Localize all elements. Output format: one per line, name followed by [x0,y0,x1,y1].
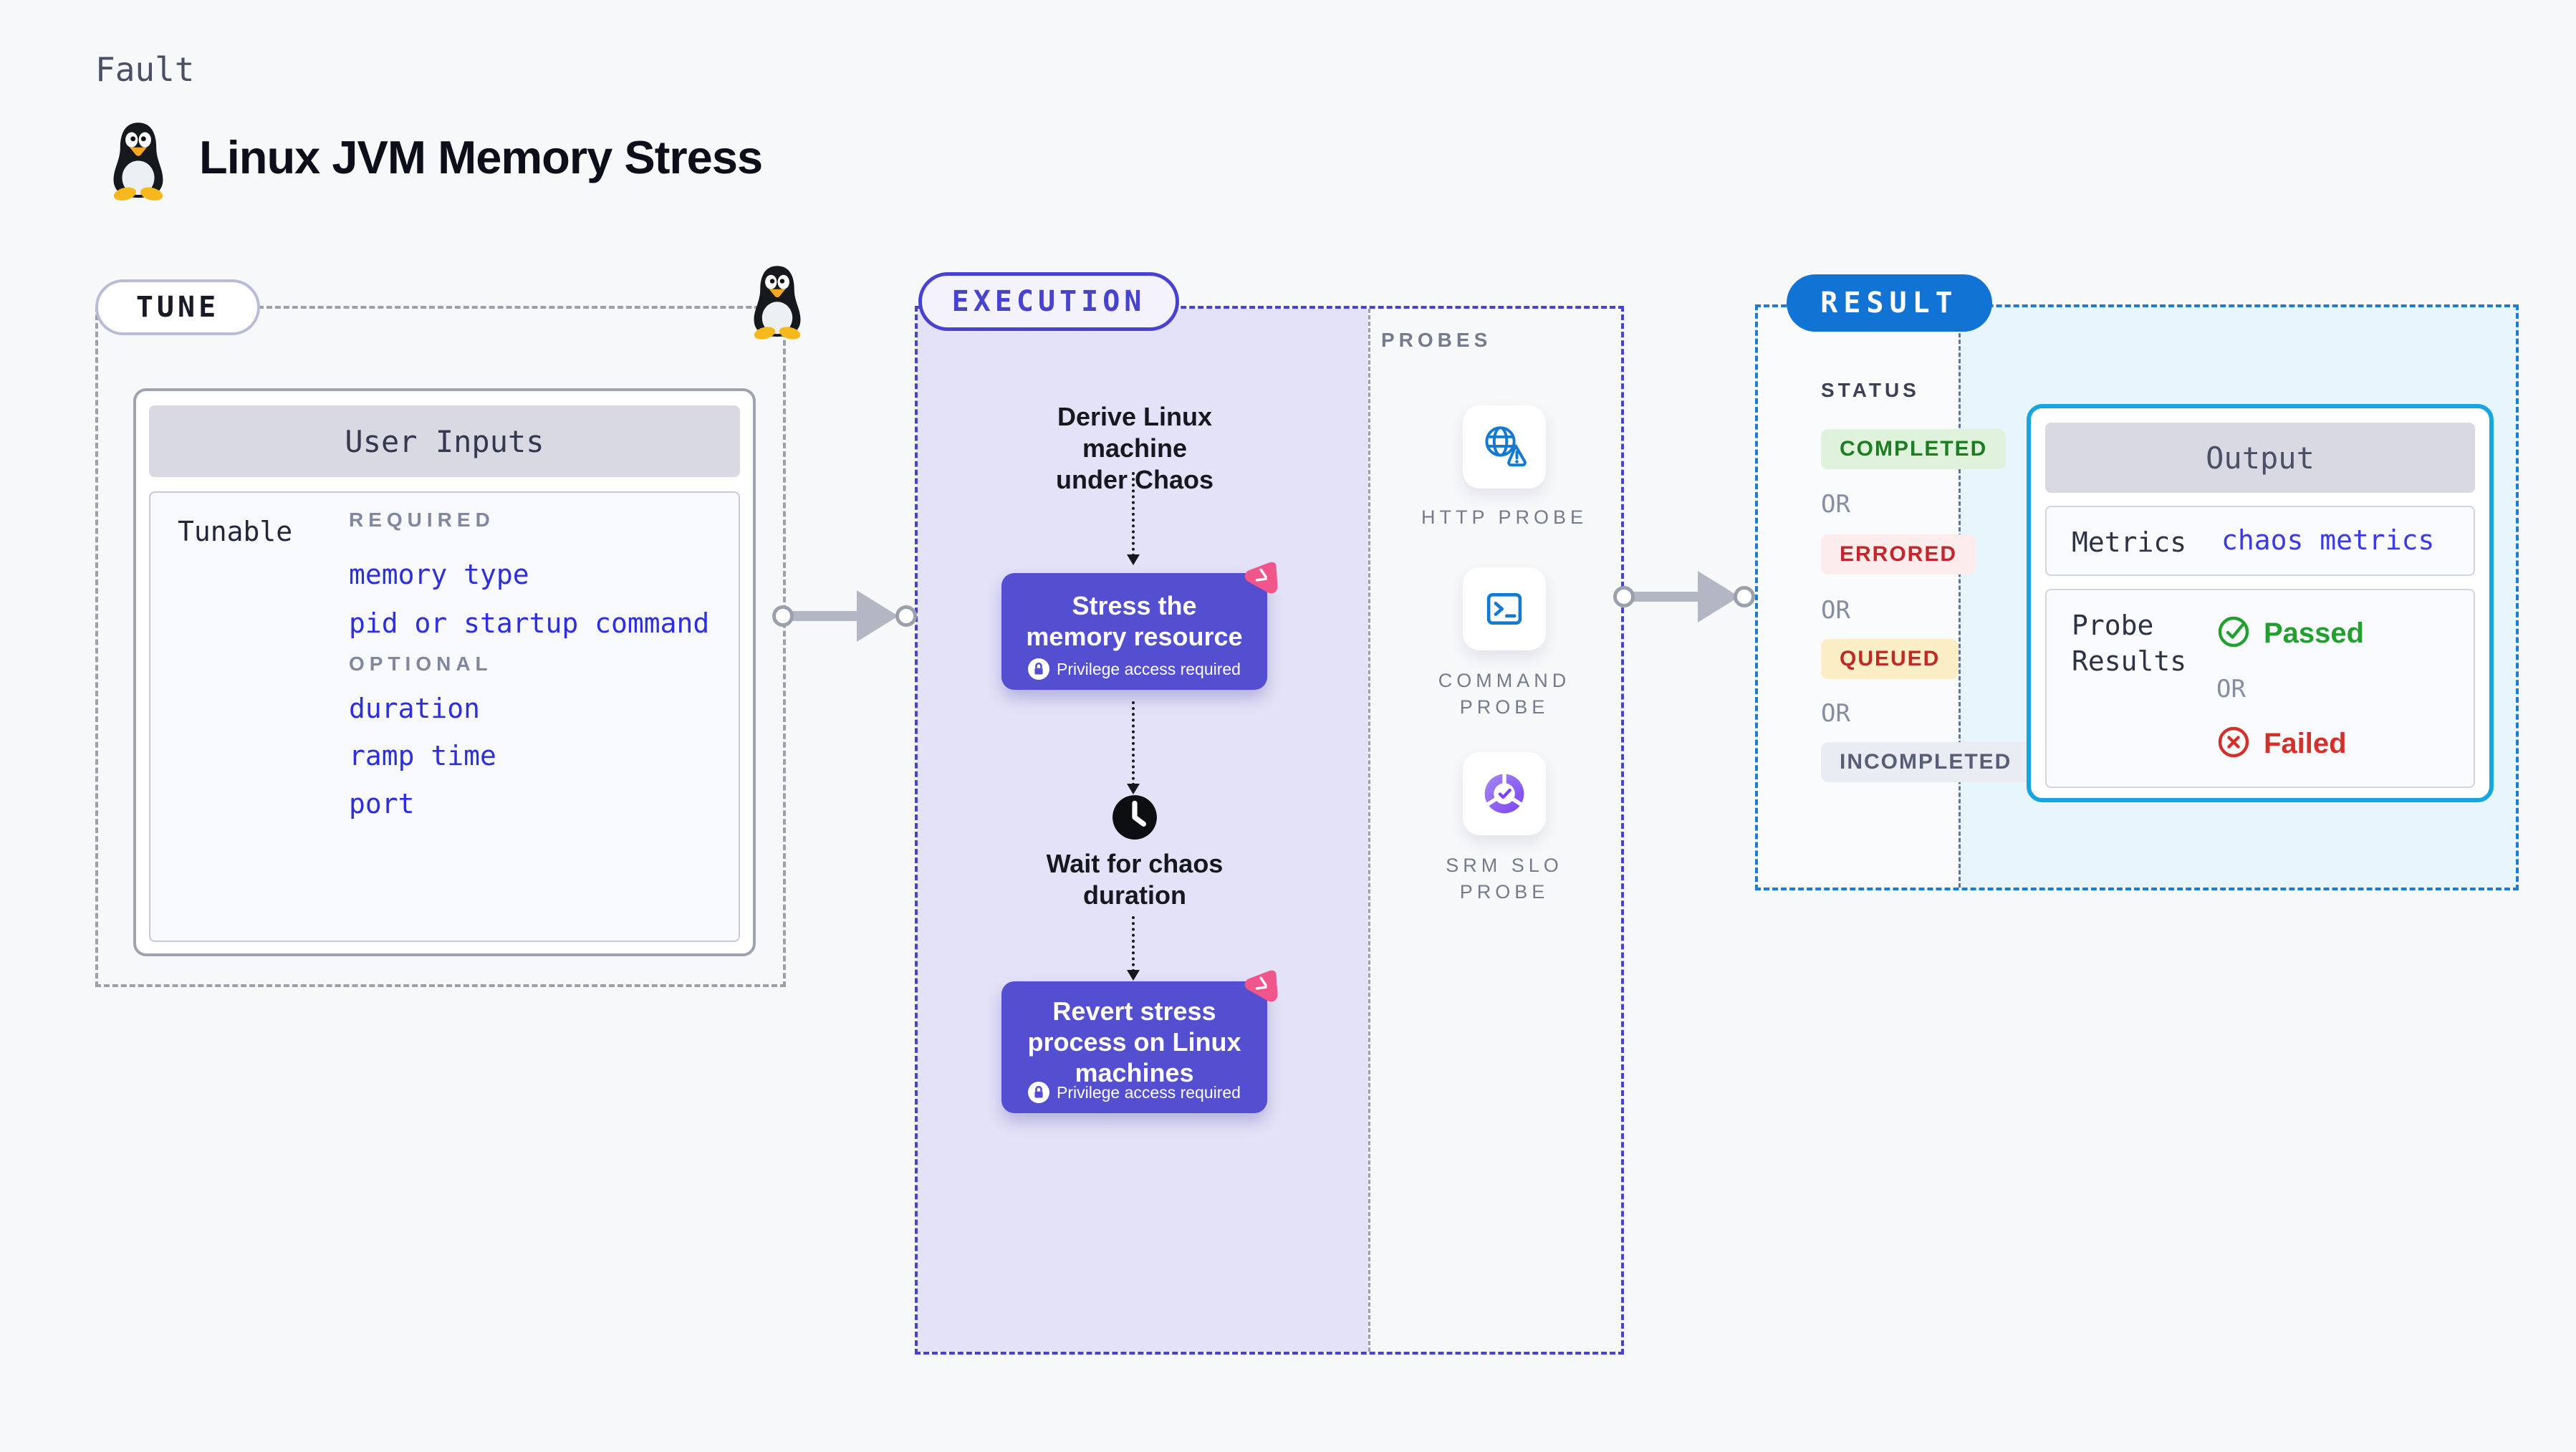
output-title: Output [2045,423,2475,493]
result-section: STATUS COMPLETED OR ERRORED OR QUEUED OR… [1755,304,2519,890]
probes-heading: PROBES [1381,329,1492,351]
result-pill: RESULT [1787,274,1992,332]
privilege-label: Privilege access required [1057,1082,1241,1102]
srm-slo-probe-label: SRM SLO PROBE [1446,855,1563,903]
command-probe-tile [1463,567,1546,650]
passed-check-icon [2216,615,2251,649]
http-probe-tile [1463,405,1546,489]
probes-divider [1368,309,1370,1352]
fault-kind-label: Fault [95,50,195,89]
connector-port-icon [895,605,917,627]
probe-results-label: Probe Results [2072,610,2187,677]
input-memory-type[interactable]: memory type [349,559,529,590]
result-divider [1959,307,1961,888]
input-pid-or-startup-command[interactable]: pid or startup command [349,607,710,639]
tune-section: User Inputs Tunable REQUIRED memory type… [95,306,786,987]
output-card: Output Metrics chaos metrics Probe Resul… [2027,404,2494,802]
privilege-lock-icon [1028,1082,1049,1103]
stress-memory-node: Stress the memory resource Privilege acc… [1001,573,1267,690]
revert-stress-node: Revert stress process on Linux machines … [1001,981,1267,1113]
revert-node-title: Revert stress process on Linux machines [1027,996,1241,1087]
user-inputs-title: User Inputs [149,405,740,477]
linux-tux-icon-small [745,262,809,340]
or-separator: OR [2216,675,2246,703]
failed-label: Failed [2264,728,2347,759]
execution-pill: EXECUTION [918,272,1179,331]
status-heading: STATUS [1821,379,1920,401]
input-ramp-time[interactable]: ramp time [349,740,496,771]
flow-arrow-down-icon [1127,701,1140,794]
tunable-label: Tunable [178,516,293,547]
metrics-value-link[interactable]: chaos metrics [2221,524,2435,556]
metrics-row: Metrics chaos metrics [2045,506,2475,576]
status-badge-errored: ERRORED [1821,534,1976,574]
tune-pill: TUNE [95,279,260,335]
execution-section: Derive Linux machine under Chaos Stress … [915,306,1624,1355]
chaos-logo-icon [1237,554,1284,602]
metrics-label: Metrics [2072,527,2187,558]
input-port[interactable]: port [349,788,415,819]
connector-port-icon [772,605,794,627]
status-badge-completed: COMPLETED [1821,429,2007,469]
wait-duration-step: Wait for chaos duration [1046,849,1224,910]
status-badge-queued: QUEUED [1821,639,1959,679]
command-probe-label: COMMAND PROBE [1438,670,1571,718]
input-duration[interactable]: duration [349,693,481,724]
failed-x-icon [2216,725,2251,759]
connector-port-icon [1734,586,1755,607]
optional-label: OPTIONAL [349,653,493,675]
passed-label: Passed [2264,617,2365,649]
command-probe-icon [1479,584,1529,634]
or-separator: OR [1821,699,1850,728]
chaos-logo-icon [1237,963,1284,1010]
page-title: Linux JVM Memory Stress [199,131,763,183]
http-probe-icon [1479,422,1529,472]
derive-machine-step: Derive Linux machine under Chaos [1055,402,1214,494]
stress-node-title: Stress the memory resource [1026,591,1243,651]
flow-arrow-down-icon [1127,916,1140,981]
user-inputs-body: Tunable REQUIRED memory type pid or star… [149,491,740,942]
privilege-lock-icon [1028,658,1049,680]
srm-slo-probe-icon [1479,769,1529,819]
required-label: REQUIRED [349,509,495,531]
connector-port-icon [1613,586,1635,607]
http-probe-label: HTTP PROBE [1421,506,1588,528]
linux-tux-icon [104,119,173,201]
wait-clock-icon [1111,794,1158,841]
flow-arrow-down-icon [1127,472,1140,565]
probe-results-row: Probe Results Passed OR Failed [2045,589,2475,788]
privilege-label: Privilege access required [1057,659,1241,678]
user-inputs-card: User Inputs Tunable REQUIRED memory type… [133,388,756,956]
or-separator: OR [1821,596,1850,625]
status-column [1758,307,1959,888]
srm-slo-probe-tile [1463,752,1546,835]
or-separator: OR [1821,490,1850,519]
status-badge-incompleted: INCOMPLETED [1821,742,2031,782]
